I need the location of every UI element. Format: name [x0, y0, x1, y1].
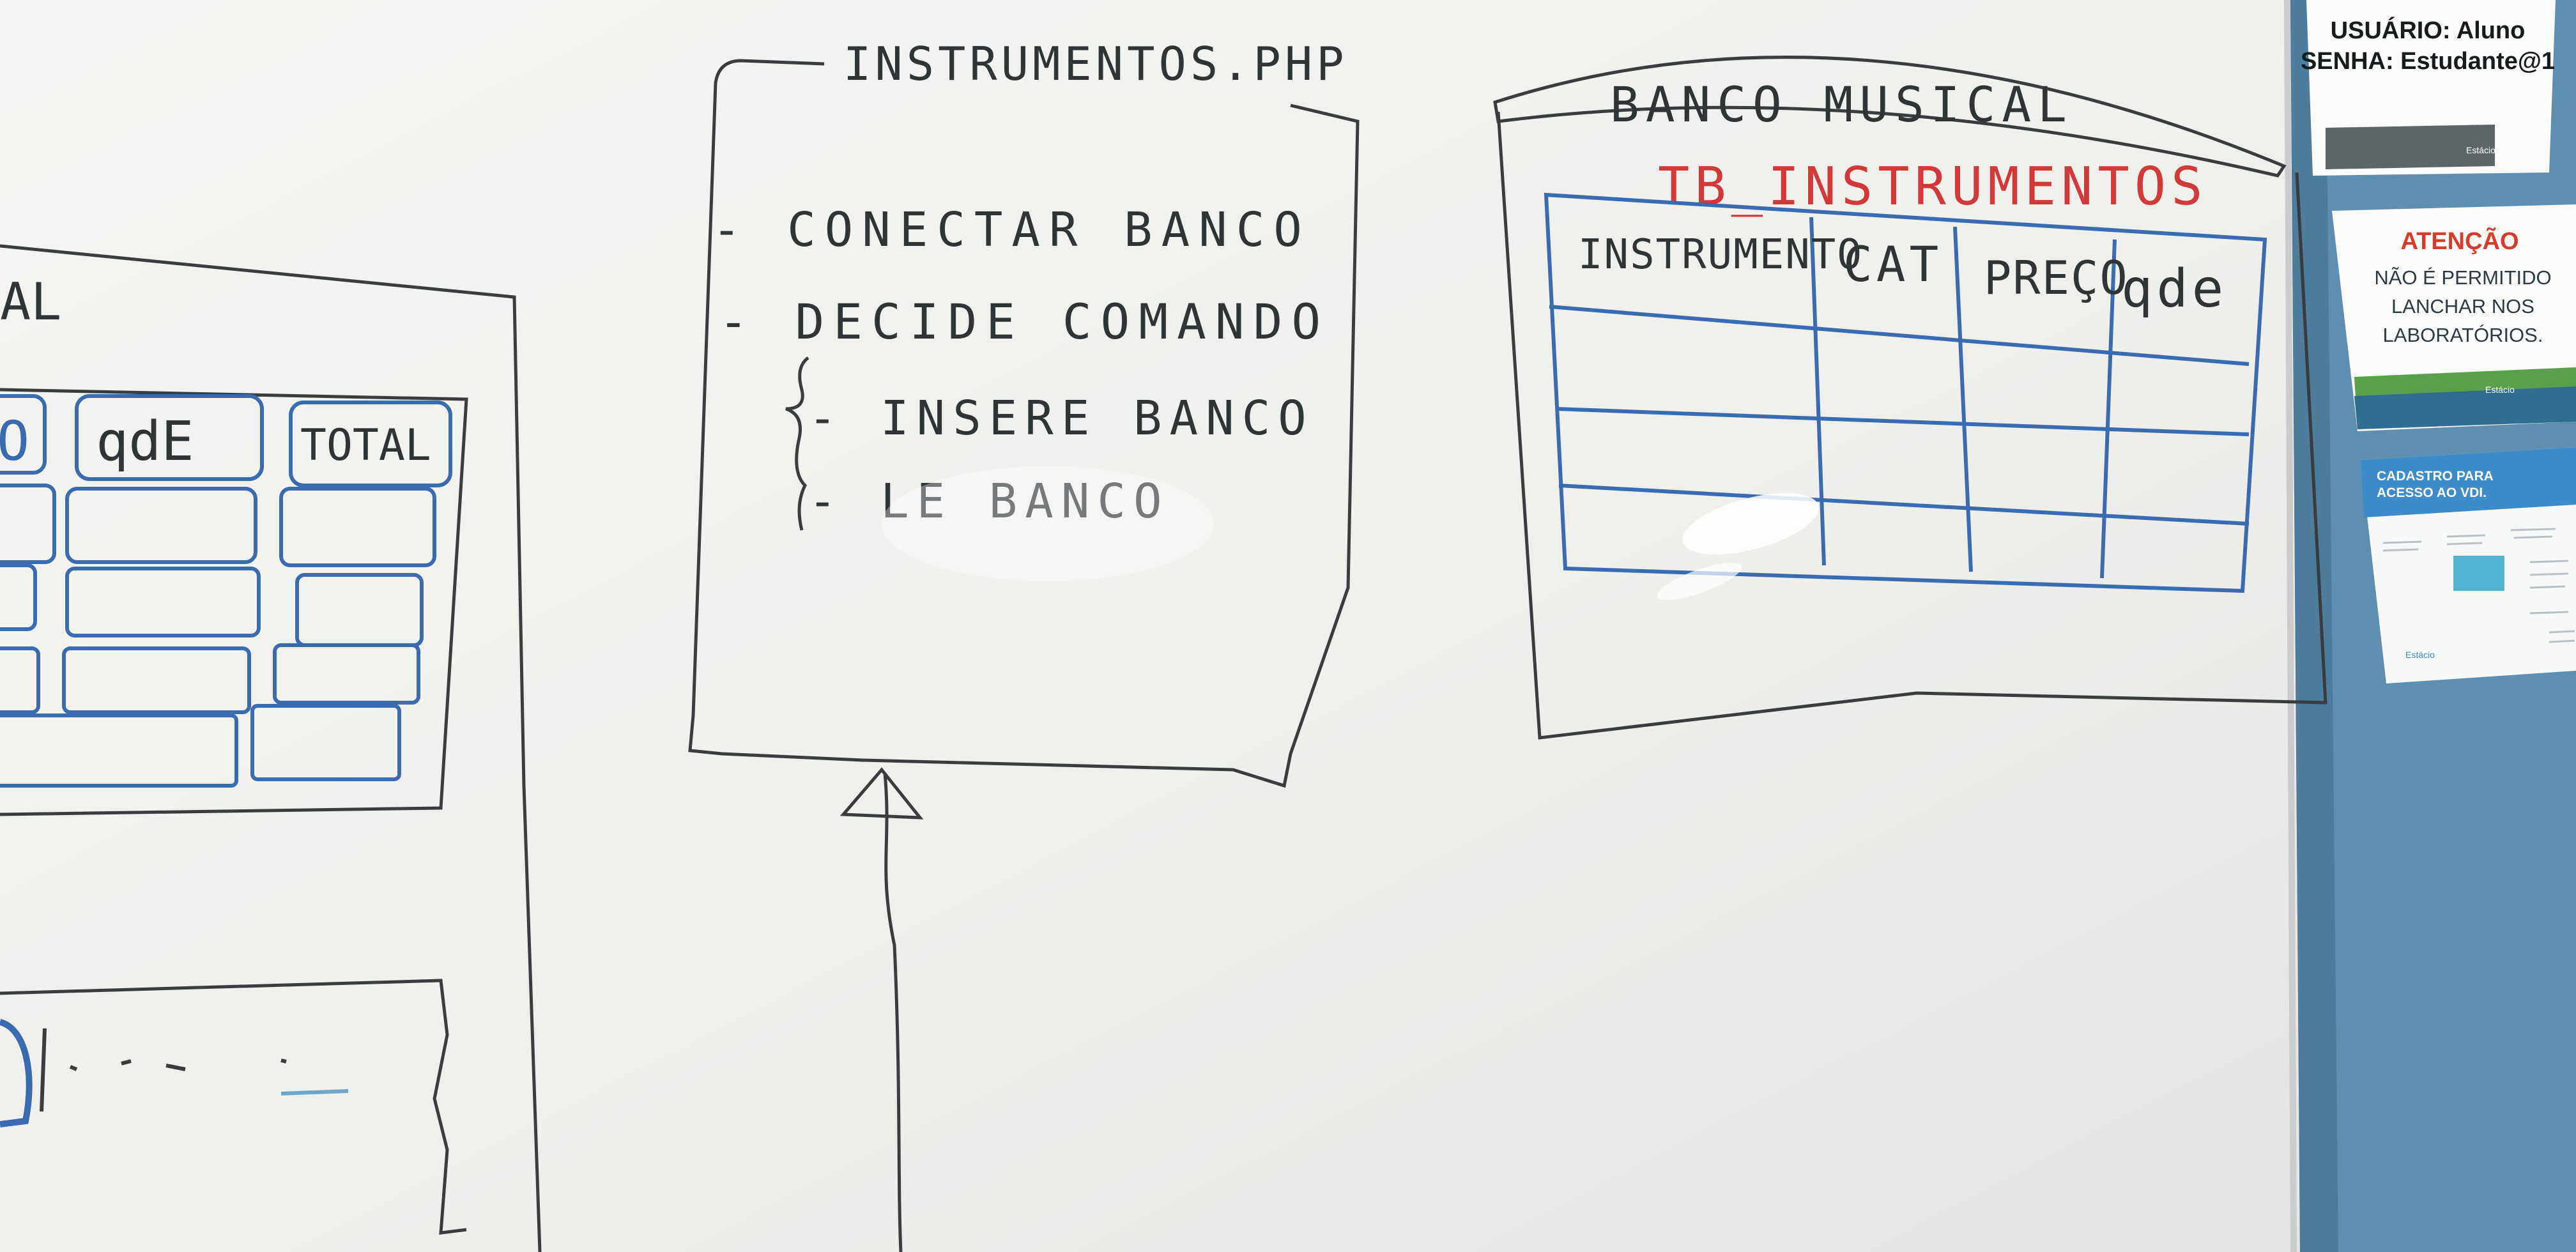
- inheritance-arrowhead: [839, 767, 924, 820]
- instrumentos-item-1: - CONECTAR BANCO: [712, 202, 1311, 257]
- banco-header-cat: CAT: [1843, 236, 1942, 293]
- left-total-header: TOTAL: [300, 420, 431, 471]
- left-outer-frame: [0, 244, 542, 1252]
- left-partial-title: AL: [0, 272, 61, 332]
- banco-header-instrumento: INSTRUMENTO: [1578, 231, 1863, 279]
- left-table-cells: [0, 394, 452, 788]
- instrumentos-item-4: - LE BANCO: [808, 474, 1170, 529]
- notice-vdi: CADASTRO PARA ACESSO AO VDI. Estácio: [2361, 447, 2576, 683]
- warning-logo: Estácio: [2485, 385, 2515, 395]
- glare-reflections: [882, 466, 1819, 600]
- left-partial-col: O: [0, 410, 29, 473]
- banco-title: BANCO MUSICAL: [1610, 76, 2073, 133]
- left-bottom-bracket: [0, 1019, 33, 1127]
- warning-body-1: NÃO É PERMITIDO: [2374, 266, 2551, 289]
- wall-shadow: [2290, 0, 2338, 1252]
- banco-diagram: BANCO MUSICAL TB_INSTRUMENTOS INSTRUMENT…: [1493, 56, 2327, 740]
- left-qde-header: qdE: [96, 410, 194, 473]
- instrumentos-brace: [785, 356, 809, 531]
- warning-body-2: LANCHAR NOS: [2391, 295, 2534, 317]
- database-cylinder-top: [1493, 56, 2287, 178]
- vdi-title-1: CADASTRO PARA: [2377, 469, 2494, 484]
- left-bottom-blue-dash: [280, 1089, 349, 1096]
- left-bottom-box: [0, 979, 467, 1235]
- vdi-title-2: ACESSO AO VDI.: [2377, 485, 2487, 500]
- vdi-fine-print: [2382, 528, 2575, 643]
- notice-login: USUÁRIO: Aluno SENHA: Estudante@1 Estáci…: [2301, 0, 2556, 176]
- left-bottom-marks: [69, 1058, 287, 1071]
- notice-warning: ATENÇÃO NÃO É PERMITIDO LANCHAR NOS LABO…: [2332, 204, 2576, 431]
- instrumentos-title: INSTRUMENTOS.PHP: [843, 37, 1348, 91]
- left-sketch: AL O qdE TOTAL: [0, 244, 542, 1252]
- warning-title: ATENÇÃO: [2400, 227, 2518, 255]
- instrumentos-box: INSTRUMENTOS.PHP - CONECTAR BANCO - DECI…: [688, 37, 1360, 1252]
- banco-table-grid: [1544, 192, 2267, 593]
- banco-header-qde: qde: [2121, 259, 2227, 319]
- board-frame-edge: [2284, 0, 2297, 1252]
- vdi-logo: Estácio: [2405, 650, 2435, 660]
- vdi-screenshot-thumbnail: [2453, 556, 2504, 591]
- left-bottom-stroke: [40, 1028, 47, 1112]
- login-user-line: USUÁRIO: Aluno: [2331, 16, 2526, 44]
- instrumentos-item-3: - INSERE BANCO: [808, 391, 1314, 446]
- whiteboard-surface: [0, 0, 2409, 1252]
- banco-header-preco: PREÇO: [1984, 251, 2129, 305]
- warning-body-3: LABORATÓRIOS.: [2383, 324, 2543, 346]
- connector-line: [883, 772, 903, 1252]
- instrumentos-item-2: - DECIDE COMANDO: [719, 293, 1330, 350]
- login-logo: Estácio: [2466, 145, 2496, 155]
- database-body: [1496, 111, 2327, 740]
- instrumentos-frame: [688, 59, 1360, 788]
- login-password-line: SENHA: Estudante@1: [2301, 48, 2555, 75]
